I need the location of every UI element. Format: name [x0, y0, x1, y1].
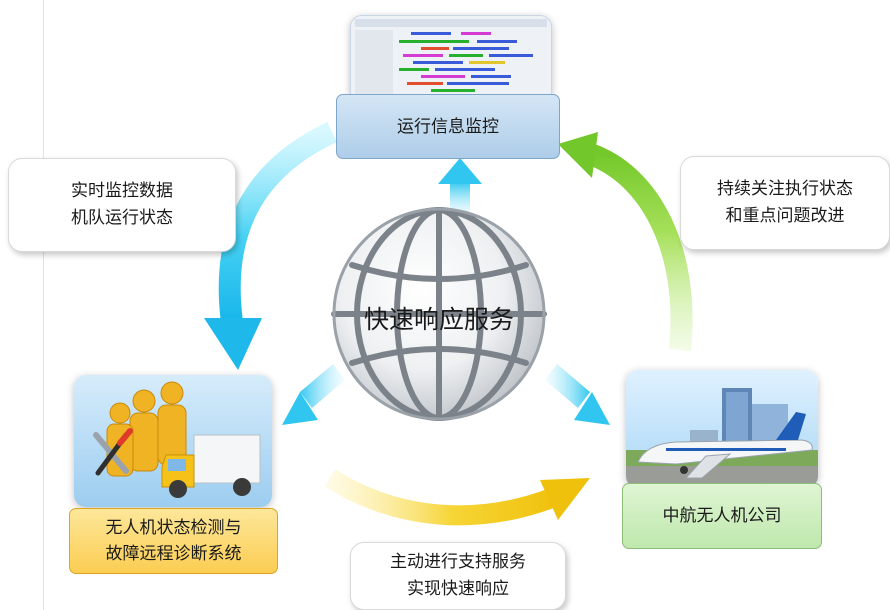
annotation-realtime-line-1: 实时监控数据	[71, 181, 173, 201]
arrow-top-to-left	[218, 122, 337, 324]
node-company-label: 中航无人机公司	[662, 506, 782, 526]
node-monitoring-label: 运行信息监控	[397, 116, 499, 137]
people-tools-truck-icon	[93, 381, 261, 498]
annotation-proactive-line-1: 主动进行支持服务	[390, 552, 526, 572]
node-company: 中航无人机公司	[622, 483, 822, 549]
spoke-arrow-up	[438, 158, 482, 216]
arrow-left-to-right-head	[540, 478, 590, 520]
annotation-continuous-line-1: 持续关注执行状态	[717, 179, 853, 199]
monitor-dashboard-icon	[351, 16, 551, 102]
diagnosis-thumbnail	[74, 375, 272, 507]
spoke-arrow-right	[545, 364, 610, 425]
node-monitoring: 运行信息监控	[336, 94, 560, 159]
node-diagnosis-line-1: 无人机状态检测与	[105, 518, 242, 538]
annotation-realtime-line-2: 机队运行状态	[71, 208, 173, 228]
node-diagnosis: 无人机状态检测与 故障远程诊断系统	[69, 508, 278, 574]
center-service-label: 快速响应服务	[363, 305, 514, 334]
globe	[330, 205, 548, 423]
aircraft-airport-icon	[626, 388, 818, 488]
arrow-top-to-left-head	[204, 318, 262, 370]
annotation-realtime-monitoring: 实时监控数据 机队运行状态	[8, 158, 236, 252]
node-diagnosis-line-2: 故障远程诊断系统	[105, 544, 242, 564]
spoke-arrow-left	[282, 364, 345, 425]
annotation-proactive-support: 主动进行支持服务 实现快速响应	[350, 542, 566, 610]
annotation-continuous-line-2: 和重点问题改进	[725, 206, 845, 226]
arrow-right-to-top	[585, 143, 693, 352]
arrow-right-to-top-head	[558, 132, 598, 178]
aircraft-thumbnail	[626, 370, 818, 488]
annotation-continuous-attention: 持续关注执行状态 和重点问题改进	[680, 156, 890, 250]
arrow-left-to-right	[324, 469, 556, 526]
left-divider	[43, 0, 44, 610]
annotation-proactive-line-2: 实现快速响应	[407, 579, 509, 599]
monitor-thumbnail	[350, 15, 552, 103]
globe-icon	[331, 207, 547, 421]
